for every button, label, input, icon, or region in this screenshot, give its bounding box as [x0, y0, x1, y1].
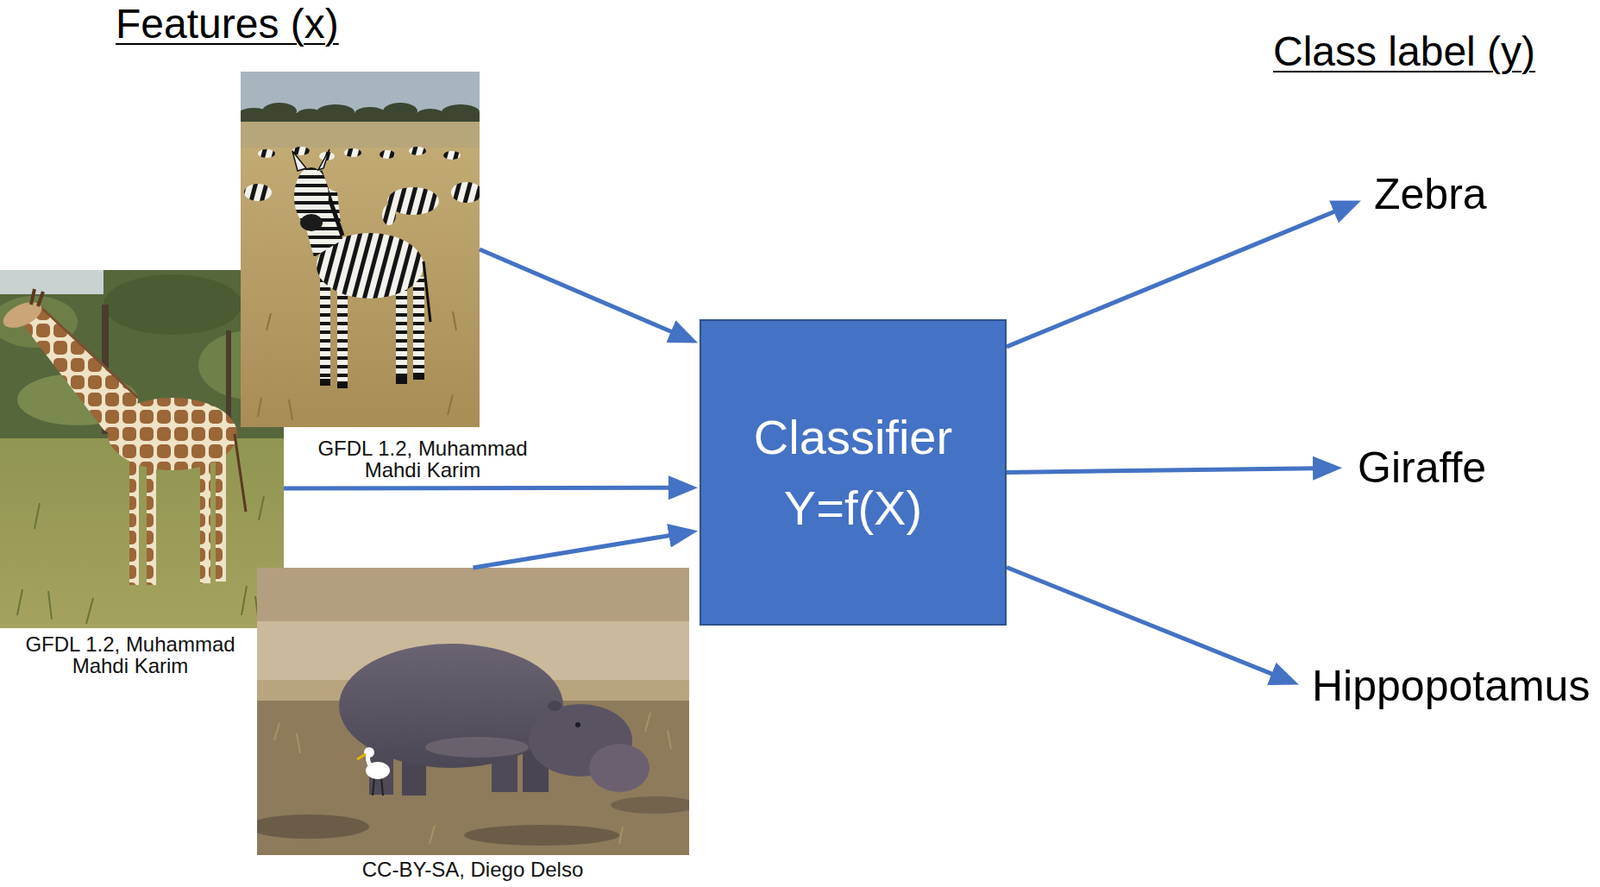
zebra-figure: [292, 149, 431, 389]
flow-arrow: [473, 533, 682, 569]
class-label: Giraffe: [1354, 441, 1490, 494]
photo-credit: GFDL 1.2, Muhammad Mahdi Karim: [5, 633, 256, 677]
photo-credit: GFDL 1.2, Muhammad Mahdi Karim: [297, 437, 548, 481]
flow-arrow: [479, 249, 683, 337]
zebra-background: [240, 71, 480, 427]
hippo-figure: [338, 643, 650, 796]
hippo-photo-frame: CC-BY-SA, Diego Delso: [257, 567, 690, 855]
heading-label: Features (x): [115, 0, 339, 49]
giraffe-figure: [0, 288, 246, 585]
flow-arrow: [1006, 567, 1283, 679]
zebra-photo-frame: GFDL 1.2, Muhammad Mahdi Karim: [240, 71, 480, 427]
classifier-box: Classifier Y=f(X): [699, 319, 1007, 626]
hippo-background: [257, 567, 690, 855]
heading-label: Class label (y): [1273, 27, 1536, 76]
flow-arrow: [283, 485, 681, 491]
class-label-text: Hippopotamus: [1311, 659, 1590, 712]
class-label-text: Zebra: [1374, 168, 1488, 220]
classifier-text: Classifier Y=f(X): [718, 401, 988, 544]
egret-figure: [357, 746, 390, 796]
giraffe-photo-frame: GFDL 1.2, Muhammad Mahdi Karim: [0, 269, 284, 628]
class-label: Hippopotamus: [1308, 659, 1594, 712]
hippo-photo: [257, 567, 690, 855]
class-label: Zebra: [1370, 168, 1491, 220]
class-label-text: Giraffe: [1357, 441, 1487, 494]
flow-arrow: [1006, 207, 1345, 347]
zebra-photo: [240, 71, 480, 427]
flow-arrow: [1006, 468, 1325, 473]
photo-credit: CC-BY-SA, Diego Delso: [347, 858, 598, 880]
